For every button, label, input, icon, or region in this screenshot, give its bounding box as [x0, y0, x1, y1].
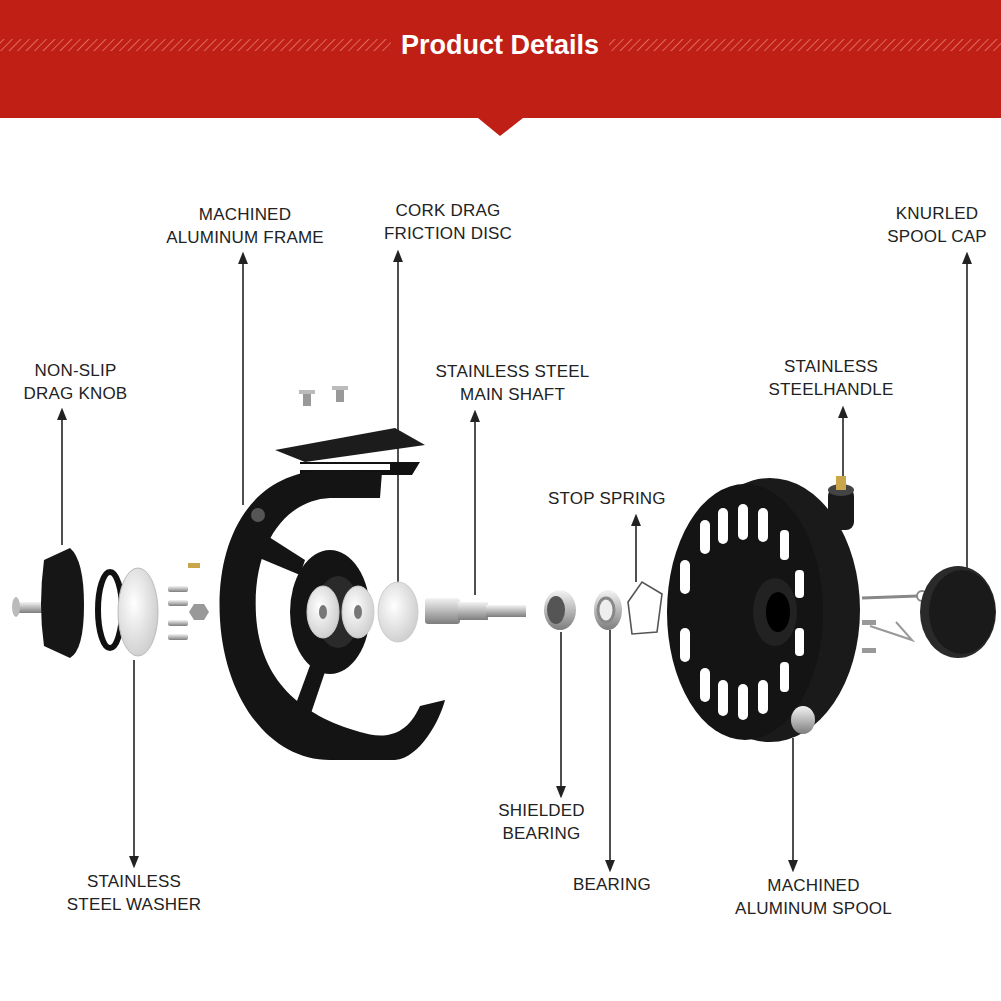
part-label: STAINLESS STEEL WASHER	[59, 870, 209, 916]
part-label: MACHINED ALUMINUM FRAME	[160, 203, 330, 249]
spool-cap	[862, 566, 996, 658]
part-label: STAINLESS STEEL MAIN SHAFT	[420, 360, 605, 406]
main-shaft	[425, 598, 526, 624]
reel-spool	[667, 476, 860, 742]
page-title: Product Details	[391, 28, 609, 62]
reel-frame	[220, 386, 445, 760]
part-label: BEARING	[573, 873, 651, 896]
part-label: NON-SLIP DRAG KNOB	[18, 359, 133, 405]
part-label: KNURLED SPOOL CAP	[882, 202, 992, 248]
small-screws	[168, 563, 209, 640]
part-label: STAINLESS STEELHANDLE	[756, 355, 906, 401]
part-label: STOP SPRING	[548, 487, 666, 510]
bearings	[544, 590, 622, 630]
part-label: CORK DRAG FRICTION DISC	[373, 199, 523, 245]
drag-discs	[307, 582, 418, 642]
drag-knob	[12, 548, 84, 658]
part-label: SHIELDED BEARING	[489, 799, 594, 845]
leader-lines	[62, 256, 967, 866]
washer	[118, 568, 158, 656]
part-label: MACHINED ALUMINUM SPOOL	[726, 874, 901, 920]
banner-notch	[478, 118, 523, 136]
stop-spring	[628, 582, 662, 634]
banner	[0, 0, 1001, 118]
